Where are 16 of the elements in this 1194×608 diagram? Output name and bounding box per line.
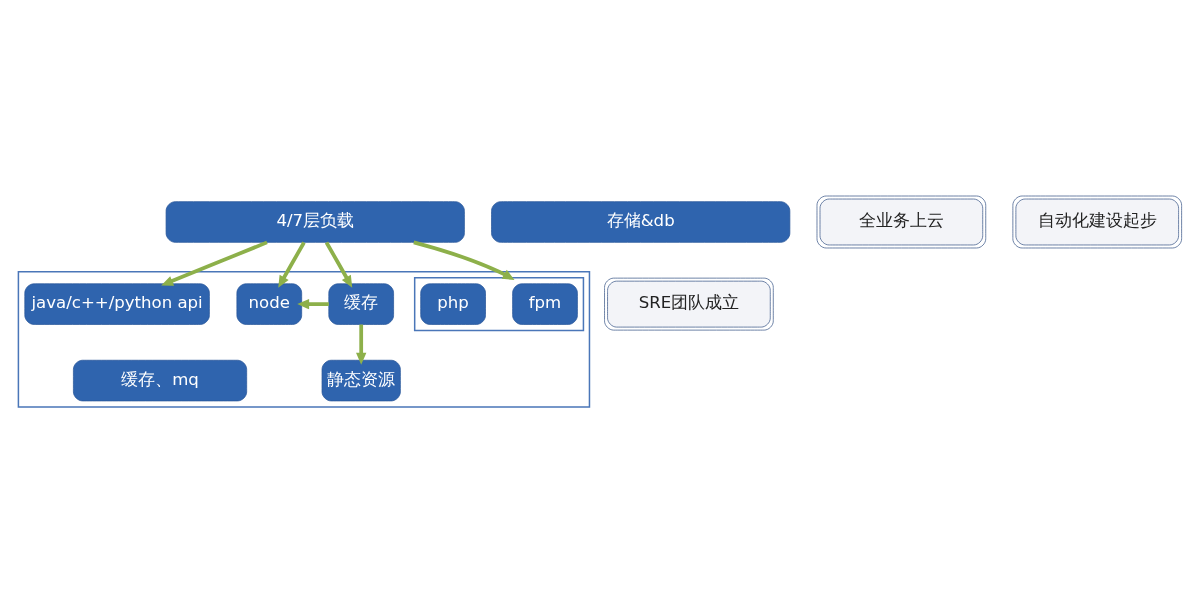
node-box: 缓存 — [328, 282, 394, 325]
cluster — [413, 276, 585, 331]
node-box: php — [420, 282, 486, 325]
node-box: 静态资源 — [321, 359, 401, 401]
arrow — [278, 241, 306, 288]
node-box: java/c++/python api — [24, 282, 210, 325]
node-box: fpm — [512, 282, 578, 325]
node-box: 缓存、mq — [73, 359, 248, 401]
node-box: 4/7层负载 — [165, 200, 465, 243]
arrow — [161, 240, 268, 286]
arrow — [297, 298, 329, 309]
arrow — [413, 240, 515, 280]
node-box: 存储&db — [491, 200, 791, 243]
arrow — [356, 324, 367, 365]
node-box: node — [236, 282, 303, 325]
arrow — [324, 241, 353, 288]
